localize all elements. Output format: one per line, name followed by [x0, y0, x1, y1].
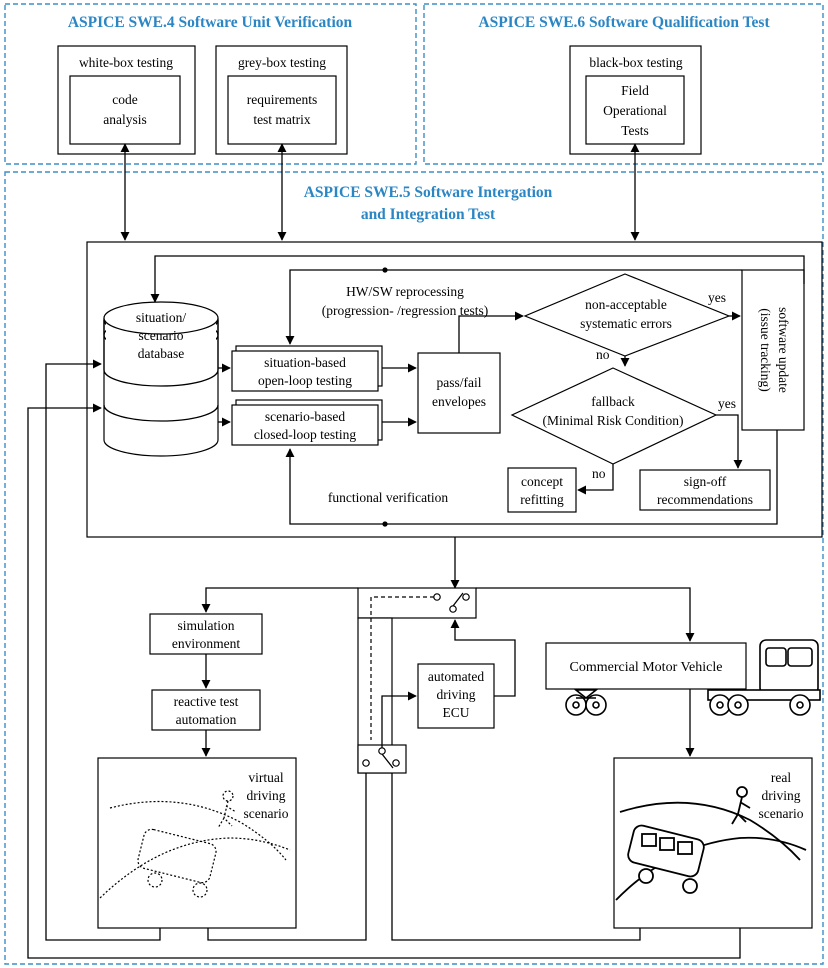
black-box-line2: Operational — [603, 103, 667, 118]
grey-box-title: grey-box testing — [238, 55, 326, 70]
switch-to-vehicle-arrow — [476, 587, 695, 642]
reactive-line2: automation — [176, 712, 237, 727]
concept-line2: refitting — [520, 492, 564, 507]
fallback-line1: fallback — [591, 394, 635, 409]
signoff-box: sign-off recommendations — [639, 469, 771, 511]
white-box-line1: code — [112, 92, 137, 107]
truck-icon — [565, 639, 821, 716]
black-box-line3: Tests — [621, 123, 649, 138]
swe5-title-line1: ASPICE SWE.5 Software Intergation — [304, 184, 553, 201]
grey-box-testing-box: grey-box testing requirements test matri… — [215, 45, 348, 155]
real-driving-scenario-box: real driving scenario — [613, 757, 813, 929]
white-box-title: white-box testing — [79, 55, 173, 70]
envelopes-line1: pass/fail — [437, 375, 482, 390]
real-line3: scenario — [759, 806, 804, 821]
software-update-line1: software update — [776, 307, 791, 393]
signoff-line1: sign-off — [684, 474, 727, 489]
real-feedback-arrow — [27, 403, 741, 959]
ecu-to-switch-arrow — [450, 619, 516, 697]
virtual-line1: virtual — [248, 770, 283, 785]
vehicle-label: Commercial Motor Vehicle — [570, 660, 723, 675]
database-line2: scenario — [139, 328, 184, 343]
switch-to-sim-arrow — [201, 587, 358, 613]
open-loop-testing-box: situation-based open-loop testing — [231, 345, 383, 392]
virtual-line3: scenario — [244, 806, 289, 821]
functional-verification-label: functional verification — [328, 490, 449, 505]
ecu-line2: driving — [437, 687, 476, 702]
yes-label-2: yes — [718, 396, 736, 411]
open-loop-line1: situation-based — [264, 355, 346, 370]
black-box-title: black-box testing — [589, 55, 683, 70]
swe6-title: ASPICE SWE.6 Software Qualification Test — [478, 14, 770, 31]
virtual-driving-scenario-box: virtual driving scenario — [97, 757, 297, 929]
virtual-bus-icon — [99, 790, 291, 899]
fallback-yes-arrow — [716, 414, 743, 469]
software-update-line2: (issue tracking) — [758, 308, 773, 392]
no-label-2: no — [592, 466, 606, 481]
yes-label-1: yes — [708, 290, 726, 305]
ecu-line1: automated — [428, 669, 484, 684]
swe5-title-line2: and Integration Test — [361, 206, 496, 223]
sim-env-line2: environment — [172, 636, 240, 651]
closed-loop-testing-box: scenario-based closed-loop testing — [231, 399, 383, 446]
concept-line1: concept — [521, 474, 563, 489]
update-to-database-arrow — [150, 255, 805, 303]
fallback-no-arrow — [577, 464, 614, 495]
virtual-to-switch-line — [207, 773, 367, 941]
real-bus-icon — [615, 786, 807, 901]
switch-block — [357, 587, 477, 774]
swe4-title: ASPICE SWE.4 Software Unit Verification — [68, 14, 353, 31]
software-update-box: software update (issue tracking) — [741, 269, 805, 431]
hwsw-line2: (progression- /regression tests) — [322, 303, 488, 318]
pass-fail-envelopes-box: pass/fail envelopes — [417, 352, 501, 434]
envelopes-to-errors-arrow — [458, 311, 524, 353]
ecu-line3: ECU — [443, 705, 470, 720]
virtual-line2: driving — [247, 788, 286, 803]
systematic-errors-decision: non-acceptable systematic errors — [523, 273, 731, 357]
reactive-line1: reactive test — [174, 694, 239, 709]
real-line2: driving — [762, 788, 801, 803]
database-line1: situation/ — [136, 310, 186, 325]
simulation-environment-box: simulation environment — [149, 613, 263, 655]
verification-junction — [382, 521, 388, 527]
concept-refitting-box: concept refitting — [507, 467, 577, 513]
real-line1: real — [771, 770, 791, 785]
sim-env-line1: simulation — [178, 618, 235, 633]
open-loop-line2: open-loop testing — [258, 373, 352, 388]
database-line3: database — [138, 346, 184, 361]
closed-loop-line2: closed-loop testing — [254, 427, 357, 442]
virtual-feedback-arrow — [45, 359, 161, 941]
signoff-line2: recommendations — [657, 492, 753, 507]
reprocessing-arrow — [285, 269, 742, 345]
grey-box-line1: requirements — [247, 92, 317, 107]
commercial-vehicle-box: Commercial Motor Vehicle — [545, 642, 747, 690]
reprocessing-junction — [382, 267, 388, 273]
switch-to-ecu-arrow — [381, 691, 417, 748]
black-box-line1: Field — [621, 83, 649, 98]
automated-driving-ecu-box: automated driving ECU — [417, 663, 495, 729]
fallback-decision: fallback (Minimal Risk Condition) — [510, 367, 718, 465]
swe4-section — [4, 3, 417, 165]
grey-box-line2: test matrix — [253, 112, 311, 127]
hwsw-line1: HW/SW reprocessing — [346, 284, 464, 299]
white-box-line2: analysis — [103, 112, 147, 127]
closed-loop-line1: scenario-based — [265, 409, 345, 424]
reactive-test-automation-box: reactive test automation — [151, 689, 261, 731]
black-box-testing-box: black-box testing Field Operational Test… — [569, 45, 702, 155]
switch-to-real-line — [391, 773, 641, 941]
fallback-line2: (Minimal Risk Condition) — [542, 413, 683, 428]
envelopes-line2: envelopes — [432, 394, 486, 409]
errors-line1: non-acceptable — [585, 297, 667, 312]
scenario-database: situation/ scenario database — [103, 301, 219, 457]
white-box-testing-box: white-box testing code analysis — [57, 45, 196, 155]
errors-line2: systematic errors — [580, 316, 672, 331]
no-label-1: no — [596, 347, 610, 362]
functional-verification-arrow — [285, 430, 778, 525]
swe5-section — [4, 171, 824, 965]
